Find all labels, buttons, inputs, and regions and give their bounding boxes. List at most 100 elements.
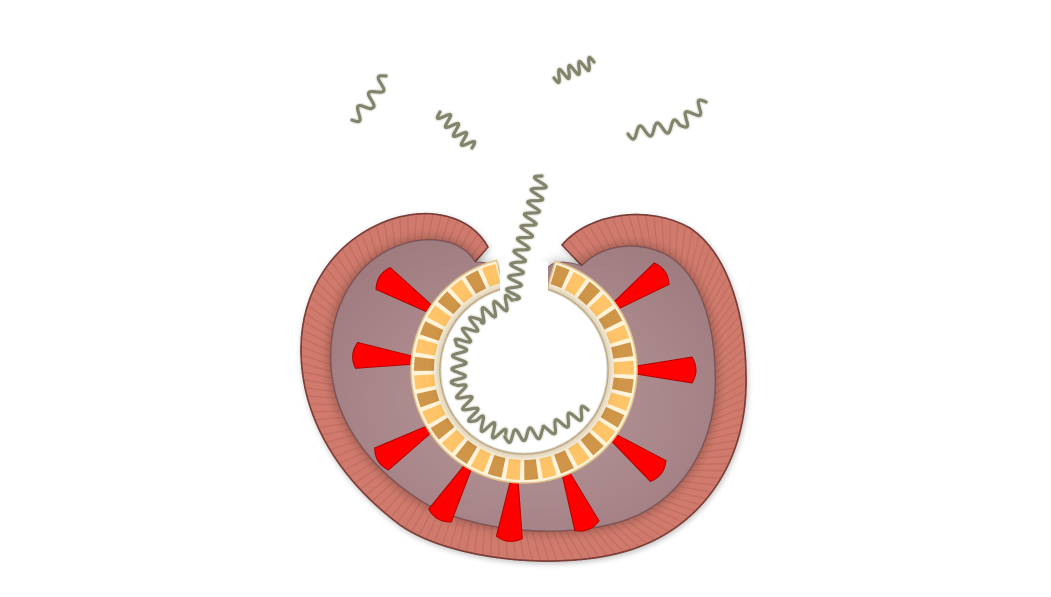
wall-stripe: [354, 237, 368, 266]
wall-stripe: [644, 214, 652, 250]
wall-stripe: [558, 530, 575, 561]
ring-segment: [580, 432, 604, 456]
wall-stripe: [318, 422, 348, 429]
wall-stripe: [692, 240, 706, 282]
wall-stripe: [306, 395, 337, 399]
wall-stripe: [309, 403, 340, 406]
wall-stripe: [636, 214, 646, 248]
chain-coil: [626, 98, 708, 141]
ring-segment: [422, 404, 446, 425]
ring-segment: [487, 454, 506, 478]
wall-stripe: [701, 260, 721, 301]
wall-stripe: [705, 275, 728, 314]
wall-stripe: [712, 390, 747, 408]
wall-stripe: [311, 410, 342, 413]
wall-stripe: [371, 480, 395, 502]
receptor-protein-icon: [428, 464, 473, 523]
wall-stripe: [383, 221, 390, 251]
ring-segment: [430, 417, 455, 440]
bound-chain-icon: [448, 292, 515, 442]
wall-stripe: [698, 253, 717, 294]
wall-stripe: [454, 223, 466, 245]
free-chain-icon: [551, 54, 597, 86]
wall-stripe: [347, 243, 363, 271]
chain-coil: [449, 293, 514, 440]
bound-chain-icon: [502, 403, 591, 446]
wall-stripe: [585, 528, 608, 557]
chain-coil: [435, 110, 477, 150]
wall-stripe: [674, 222, 679, 262]
wall-stripe: [329, 440, 358, 451]
wall-stripe: [427, 213, 434, 241]
wall-stripe: [300, 345, 332, 359]
segmented-ring: [410, 259, 638, 484]
receptor-protein-icon: [375, 267, 433, 313]
wall-stripe: [619, 215, 632, 247]
wall-stripe: [314, 416, 345, 421]
wall-stripe: [671, 490, 707, 500]
ring-segment: [606, 324, 630, 344]
wall-stripe: [666, 494, 702, 506]
wall-stripe: [359, 471, 385, 490]
wall-stripe: [361, 233, 373, 262]
wall-stripe: [710, 299, 737, 334]
ring-segment: [505, 458, 521, 480]
free-chain-icon: [434, 109, 478, 151]
wall-stripe: [685, 474, 722, 479]
wall-stripe: [301, 362, 332, 373]
wall-stripe: [587, 224, 605, 252]
wall-stripe: [661, 217, 665, 254]
wall-stripe: [606, 524, 632, 551]
ring-segment: [524, 459, 539, 480]
ring-segment: [419, 321, 444, 341]
wall-stripe: [470, 239, 485, 257]
ring-segment: [589, 293, 613, 317]
wall-stripe: [714, 348, 746, 374]
wall-stripe: [565, 530, 584, 560]
ring-segment: [415, 338, 438, 356]
wall-stripe: [321, 428, 351, 436]
wall-stripe: [688, 235, 700, 277]
wall-stripe: [579, 528, 600, 558]
wall-stripe: [301, 329, 332, 345]
wall-stripe: [325, 267, 347, 293]
wall-stripe: [396, 496, 417, 524]
ring-segment: [598, 308, 623, 330]
wall-stripe: [714, 365, 747, 388]
wall-stripe: [625, 519, 656, 541]
receptor-proteins: [352, 262, 697, 542]
ring-segment: [611, 342, 634, 359]
free-chain-icon: [349, 72, 389, 125]
wall-stripe: [661, 499, 696, 512]
ring-segment: [577, 281, 601, 306]
ring-segment: [564, 271, 586, 296]
wall-stripe: [551, 530, 567, 561]
wall-stripe: [655, 503, 690, 518]
wall-stripe: [341, 248, 358, 276]
wall-stripe: [343, 456, 371, 471]
wall-stripe: [365, 475, 390, 496]
wall-stripe: [420, 213, 426, 241]
chain-coil: [503, 404, 590, 444]
free-chains: [349, 54, 709, 151]
wall-stripe: [465, 521, 473, 553]
wall-stripe: [708, 415, 744, 428]
ring-segment: [539, 455, 557, 479]
wall-stripe: [465, 233, 479, 253]
wall-stripe: [599, 525, 624, 553]
wall-stripe: [712, 315, 741, 347]
wall-stripe: [689, 469, 726, 472]
wall-stripe: [473, 522, 480, 554]
wall-stripe: [490, 525, 493, 557]
wall-stripe: [695, 247, 712, 288]
ring-segment: [414, 356, 435, 371]
wall-stripe: [681, 480, 717, 487]
ring-segment: [441, 429, 465, 454]
wall-stripe: [303, 320, 333, 339]
wall-stripe: [714, 340, 745, 367]
wall-stripe: [714, 373, 747, 395]
receptor-protein-icon: [352, 341, 414, 369]
wall-stripe: [531, 530, 542, 562]
ring-segment: [568, 442, 590, 466]
wall-stripe: [611, 216, 625, 247]
